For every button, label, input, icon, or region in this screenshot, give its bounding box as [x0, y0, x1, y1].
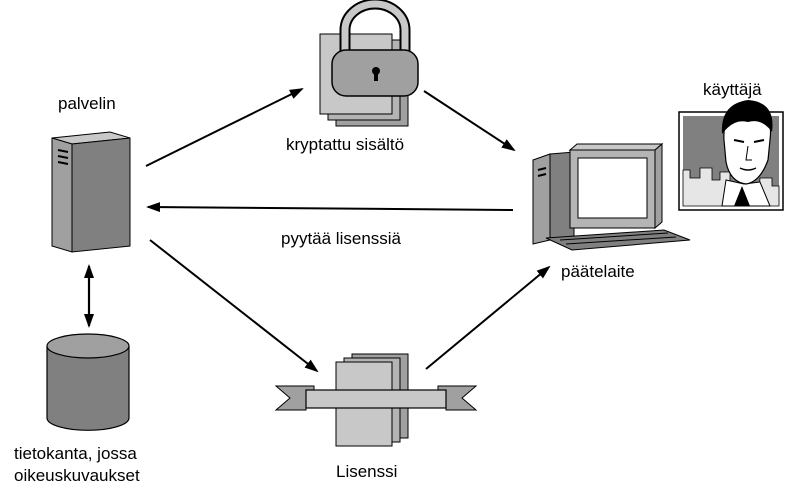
- terminal-label: päätelaite: [561, 262, 635, 281]
- license-label: Lisenssi: [336, 462, 397, 481]
- request-license-arrow: [146, 202, 514, 213]
- license-to-terminal-arrow: [425, 265, 551, 370]
- license-banner-icon: [274, 353, 478, 447]
- request-license-label: pyytää lisenssiä: [281, 229, 402, 248]
- user-portrait-icon: [678, 100, 784, 211]
- server-to-encrypted-arrow: [145, 88, 304, 167]
- database-cylinder-icon: [46, 333, 130, 431]
- server-tower-icon: [51, 131, 131, 253]
- server-label: palvelin: [58, 94, 116, 113]
- database-label-line2: oikeuskuvaukset: [14, 466, 140, 485]
- locked-documents-icon: [319, 0, 419, 127]
- user-label: käyttäjä: [703, 80, 762, 99]
- database-label-line1: tietokanta, jossa: [14, 444, 137, 463]
- encrypted-content-label: kryptattu sisältö: [286, 135, 404, 154]
- desktop-computer-icon: [532, 142, 691, 251]
- encrypted-to-terminal-arrow: [423, 90, 516, 152]
- server-to-license-arrow: [149, 239, 319, 373]
